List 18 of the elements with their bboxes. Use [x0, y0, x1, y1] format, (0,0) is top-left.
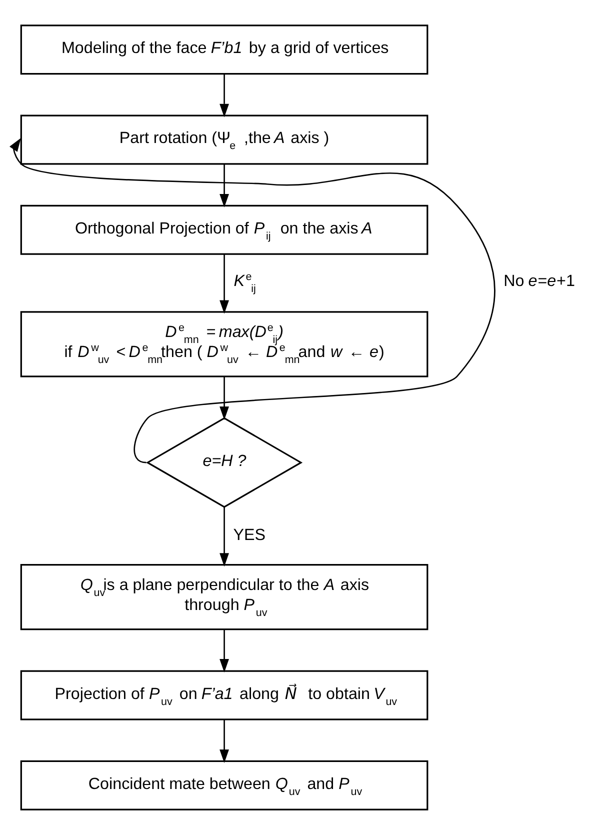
arrow — [220, 164, 229, 208]
node-box: Modeling of the face F’b1 by a grid of vertices — [20, 24, 428, 75]
node-box: Projection of P$_{uv}$ on F’a1 along N⃗ to obtain V$_{uv}$ — [20, 670, 428, 720]
arrow — [220, 507, 229, 567]
arrow — [10, 138, 496, 464]
arrow — [220, 720, 229, 763]
edge-label: YES — [233, 526, 266, 544]
node-box: D$^{e}$$_{mn}$ = max(D$^{e}$$_{ij}$) if D$^{w}$$_{uv}$ < D$^{e}$$_{mn}$then ( D$^{w}$$_{uv}$ ← D$^{e}$$_{mn}$and w ← e) — [20, 311, 428, 378]
node-box: Q$_{uv}$is a plane perpendicular to the A axis through P$_{uv}$ — [20, 564, 428, 630]
arrow — [220, 376, 229, 420]
edge-label: No e=e+1 — [504, 272, 575, 290]
arrow — [220, 254, 229, 314]
arrow — [220, 630, 229, 672]
node-box: Orthogonal Projection of P$_{ij}$ on the axis A — [20, 204, 428, 255]
arrow — [220, 74, 229, 118]
node-box: Part rotation (Ψ$_{e}$ ,the A axis ) — [20, 114, 428, 165]
node-box: Coincident mate between Q$_{uv}$ and P$_{uv}$ — [20, 760, 428, 810]
node-diamond: e=H ? — [146, 417, 303, 508]
